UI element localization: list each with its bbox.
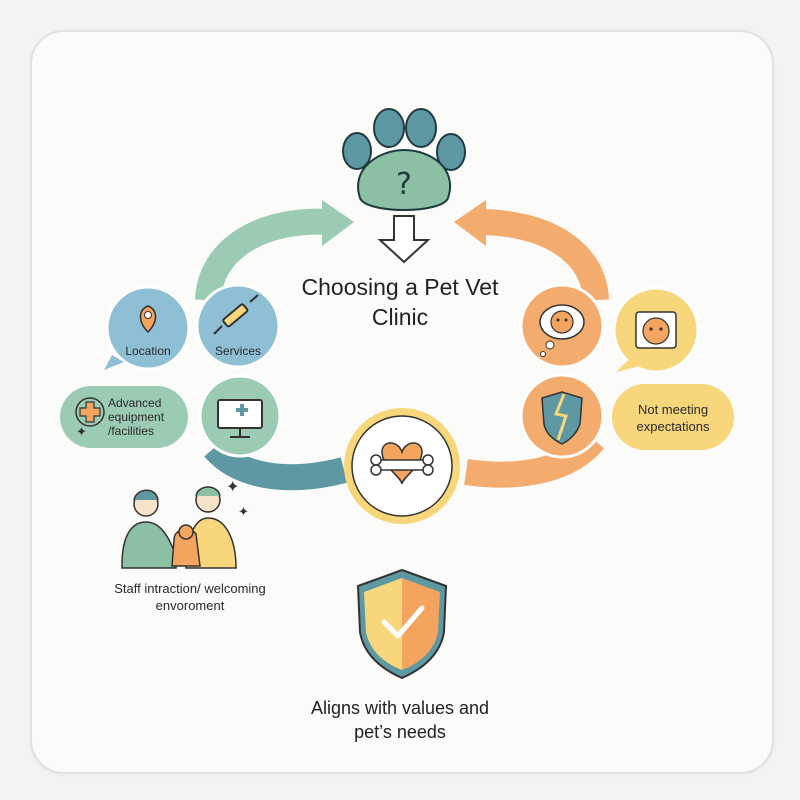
syringe-icon bbox=[213, 294, 259, 335]
advanced-equipment-pill: ✦ bbox=[60, 386, 188, 448]
sparkle-icon: ✦ bbox=[76, 424, 87, 439]
pet-face-bubble bbox=[612, 286, 700, 374]
broken-shield-icon bbox=[541, 391, 583, 445]
staff-illustration: ✦ ✦ bbox=[121, 479, 249, 569]
heart-bone-icon bbox=[370, 442, 434, 485]
monitor-icon bbox=[217, 399, 263, 438]
pet-face-icon bbox=[635, 311, 677, 349]
location-label: Location bbox=[125, 344, 171, 358]
location-pin-icon bbox=[139, 305, 157, 334]
green-arrow-head bbox=[322, 200, 354, 246]
outcome-label: Aligns with values and pet’s needs bbox=[310, 698, 490, 742]
worried-pet-icon bbox=[539, 304, 585, 357]
svg-text:?: ? bbox=[396, 167, 412, 202]
monitor-bubble bbox=[198, 374, 282, 458]
advanced-equipment-label: Advanced equipment /facilities bbox=[108, 396, 165, 438]
medical-cross-icon bbox=[75, 397, 105, 427]
not-meeting-pill bbox=[612, 384, 734, 450]
shield-check-icon bbox=[356, 568, 448, 680]
not-meeting-label: Not meeting expectations bbox=[636, 402, 710, 434]
orange-cycle-arrow bbox=[477, 209, 609, 302]
location-bubble bbox=[104, 285, 191, 371]
broken-shield-bubble bbox=[519, 373, 605, 459]
paw-question-icon: ? bbox=[342, 108, 466, 211]
diagram-title: Choosing a Pet Vet Clinic bbox=[301, 274, 499, 330]
sparkle-icon: ✦ bbox=[226, 479, 239, 496]
worried-pet-bubble bbox=[519, 283, 605, 369]
down-arrow-icon bbox=[377, 215, 431, 264]
staff-label: Staff intraction/ welcoming envoroment bbox=[114, 581, 266, 613]
orange-arrow-head bbox=[454, 200, 486, 246]
teal-cycle-arrow bbox=[204, 438, 348, 491]
services-label: Services bbox=[214, 344, 261, 358]
heart-bone-center bbox=[344, 408, 460, 524]
sparkle-icon: ✦ bbox=[238, 504, 249, 519]
services-bubble bbox=[195, 283, 281, 369]
green-cycle-arrow bbox=[195, 208, 331, 302]
